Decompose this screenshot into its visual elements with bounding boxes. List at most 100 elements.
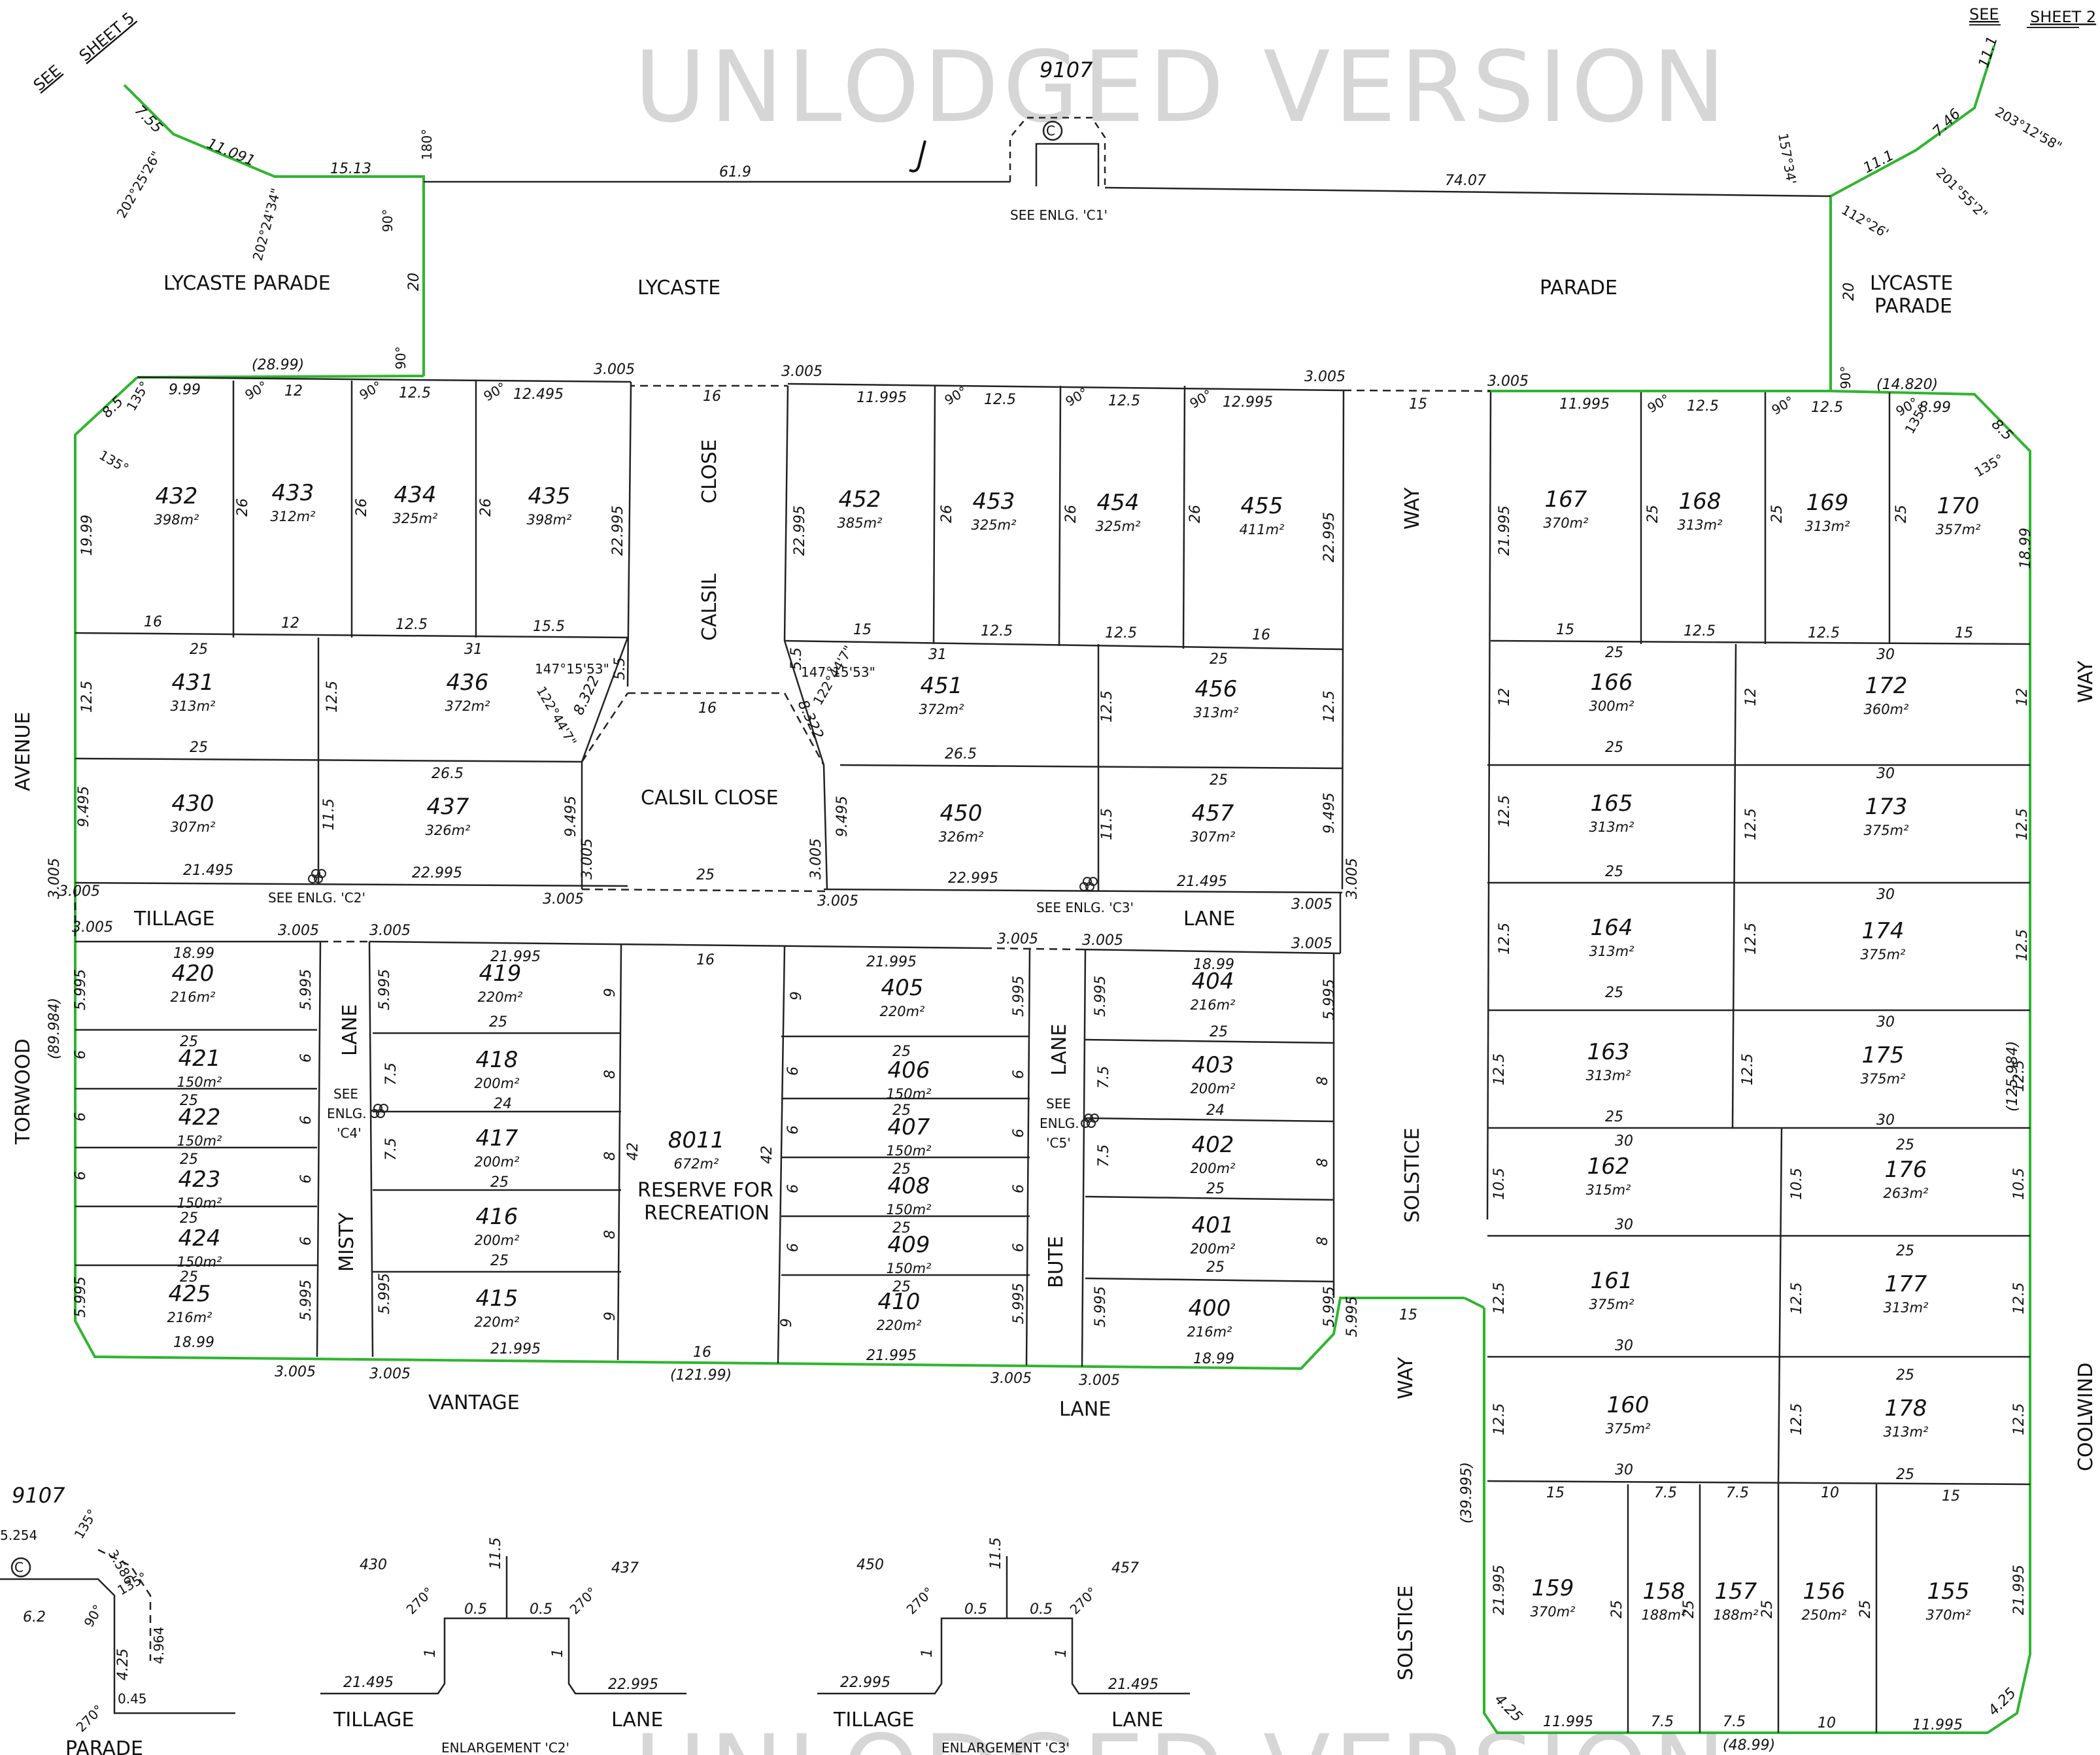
lot-number: 451 [921, 673, 963, 699]
dim-26-c: 26 [478, 498, 494, 517]
enl-c1-4-25: 4.25 [115, 1648, 131, 1680]
enl-c3-457: 457 [1111, 1560, 1139, 1576]
dim-18-99-l2: 18.99 [1193, 957, 1234, 973]
enl-c3-1-b: 1 [1053, 1648, 1070, 1658]
dim-25-r2b: 25 [1210, 651, 1228, 668]
dim-3-005-c: 3.005 [1304, 369, 1346, 385]
lot-number: 408 [888, 1173, 930, 1199]
watermark-bottom: UNLODGED VERSION [634, 1714, 1729, 1755]
enl-c2-tillage: TILLAGE [333, 1709, 415, 1731]
dim-30-r3: 30 [1876, 766, 1895, 782]
dim-20-left: 20 [406, 273, 422, 291]
street-vantage: VANTAGE [428, 1391, 520, 1414]
dim-3-005-b2: 3.005 [369, 1366, 411, 1382]
lot-number: 170 [1937, 493, 1980, 519]
dim-21-995-a: 21.995 [1497, 505, 1513, 556]
dim-39-995: (39.995) [1459, 1462, 1475, 1524]
lot-area: 385m² [838, 515, 883, 531]
lot-area: 200m² [475, 1154, 520, 1170]
dim-12-5-rb9: 12.5 [2011, 1282, 2027, 1314]
lot-number: 177 [1885, 1271, 1927, 1297]
lot-number: 401 [1192, 1212, 1234, 1238]
enl-c1-4-964: 4.964 [151, 1627, 167, 1664]
dim-12-5-d: 12.5 [1687, 398, 1719, 415]
enl-c2-11-5: 11.5 [488, 1537, 504, 1569]
dim-15-row1-c: 15 [1955, 625, 1973, 641]
dim-22-995-a: 22.995 [610, 505, 626, 556]
street-way-right: WAY [2075, 660, 2097, 703]
enl-c1-6-2: 6.2 [23, 1609, 46, 1626]
lot-area: 216m² [171, 989, 216, 1005]
dim-12-5-rb12: 12.5 [2011, 1403, 2027, 1435]
lot-area: 220m² [880, 1004, 926, 1019]
lot-number: 403 [1192, 1052, 1234, 1078]
dim-25-r3: 25 [1210, 772, 1228, 789]
enl-c3-270-b: 270° [1067, 1584, 1100, 1617]
dim-16-b1: 16 [693, 1344, 711, 1361]
enl-c1-270: 270° [73, 1701, 107, 1735]
dim-8-e: 8 [1315, 1158, 1331, 1167]
lot-area: 150m² [177, 1254, 223, 1270]
dim-16-calsil: 16 [698, 700, 717, 717]
dim-25-rb6: 25 [1896, 1467, 1914, 1483]
lot-area: 325m² [393, 511, 439, 526]
dim-16-row1: 16 [144, 614, 162, 630]
dim-25-l13: 25 [490, 1253, 509, 1269]
dim-30-rb2: 30 [1876, 1014, 1895, 1031]
lot-number: 407 [888, 1114, 930, 1140]
dim-6-c: 6 [73, 1171, 89, 1180]
lot-number: 155 [1927, 1578, 1970, 1605]
parcel-9107-top: 9107 [1040, 58, 1093, 82]
lot-area: 672m² [674, 1156, 720, 1172]
angle-180: 180° [419, 129, 435, 160]
lot-452: 452 385m² [838, 486, 883, 531]
dim-30-r2: 30 [1876, 647, 1895, 663]
dim-16-l: 16 [696, 952, 715, 968]
dim-25-b: 25 [1769, 505, 1786, 523]
lot-number: 415 [476, 1286, 518, 1312]
lot-number: 405 [881, 975, 924, 1001]
dim-3-005-l5: 3.005 [1082, 932, 1123, 949]
reserve-label-1: RESERVE FOR [637, 1179, 773, 1202]
dim-12-995: 12.995 [1223, 394, 1273, 411]
dim-9-b: 9 [602, 1312, 618, 1321]
dim-3-005-b4: 3.005 [1079, 1372, 1120, 1389]
enl-c3-450: 450 [856, 1557, 884, 1573]
angle-90-a: 90° [380, 209, 396, 232]
dim-5-995-a: 5.995 [73, 969, 89, 1010]
dim-18-99-b1: 18.99 [173, 1335, 214, 1351]
dim-3-005-b1: 3.005 [275, 1364, 316, 1380]
lot-number: 452 [839, 486, 881, 513]
dim-21-995-rb2: 21.995 [2011, 1565, 2027, 1615]
lot-area: 200m² [475, 1233, 520, 1248]
street-way-top: WAY [1401, 487, 1424, 530]
angle-90-f: 90° [481, 379, 509, 405]
lot-area: 150m² [887, 1143, 932, 1159]
enl-c2-270-a: 270° [403, 1584, 437, 1617]
lot-number: 165 [1591, 791, 1633, 817]
lot-area: 370m² [1926, 1607, 1972, 1623]
lot-407: 407 150m² [887, 1114, 932, 1159]
dim-25-r3b: 25 [696, 867, 715, 883]
dim-8-322-a: 8.322 [571, 673, 603, 718]
street-way-mid: WAY [1395, 1357, 1417, 1399]
see-enlg-c5-3: 'C5' [1046, 1135, 1071, 1151]
linework [0, 116, 2031, 1733]
lot-405: 405 220m² [880, 975, 926, 1019]
dim-12-5-row1-b: 12.5 [981, 623, 1013, 639]
dim-25-l16: 25 [892, 1279, 911, 1295]
street-parade: PARADE [1540, 277, 1617, 299]
street-solstice-1: SOLSTICE [1401, 1128, 1424, 1223]
dim-121-99: (121.99) [670, 1367, 732, 1384]
dim-9-495-d: 9.495 [1321, 792, 1338, 834]
dim-7-5-rb2: 7.5 [1726, 1485, 1749, 1501]
dim-11-091: 11.091 [205, 135, 258, 169]
